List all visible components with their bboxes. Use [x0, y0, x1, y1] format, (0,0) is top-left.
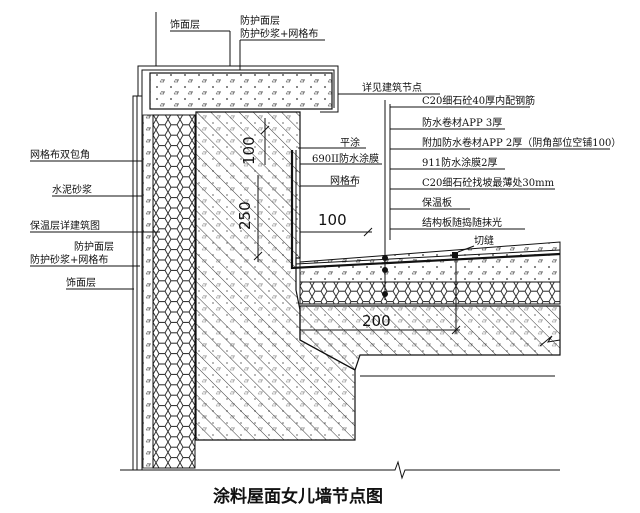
label-protective-top: 防护面层	[240, 14, 280, 27]
label-cut-joint: 切缝	[474, 234, 494, 247]
drawing-title: 涂料屋面女儿墙节点图	[213, 486, 383, 507]
label-app2: 附加防水卷材APP 2厚（阴角部位空铺100）	[422, 136, 621, 149]
slope-screed	[299, 241, 561, 283]
dim-100-horizontal: 100	[300, 211, 373, 237]
break-lines	[120, 335, 561, 480]
label-insulation-ref: 保温层详建筑图	[30, 219, 100, 232]
roof-insulation-board	[299, 281, 561, 305]
waterproof-membrane	[290, 150, 561, 270]
label-911: 911防水涂膜2厚	[422, 156, 497, 169]
label-protective-left: 防护面层	[74, 240, 114, 253]
label-finish-left: 饰面层	[66, 276, 96, 289]
label-mesh-double: 网格布双包角	[30, 148, 90, 161]
right-labels: C20细石砼40厚内配钢筋 防水卷材APP 3厚 附加防水卷材APP 2厚（阴角…	[382, 94, 621, 300]
label-cement-mortar: 水泥砂浆	[52, 183, 92, 196]
label-finish-top: 饰面层	[170, 18, 200, 31]
label-690: 690II防水涂膜	[312, 152, 379, 165]
dim-100-vertical: 100	[240, 118, 270, 165]
coping-block	[137, 65, 339, 113]
label-see-node: 详见建筑节点	[362, 81, 422, 94]
top-labels: 饰面层 防护面层 防护砂浆+网格布	[155, 12, 325, 70]
label-mesh-mid: 网格布	[330, 174, 360, 187]
middle-labels: 详见建筑节点 平涂 690II防水涂膜 网格布	[298, 81, 440, 187]
label-app3: 防水卷材APP 3厚	[422, 116, 502, 129]
insulation-layer	[152, 114, 196, 469]
dim-250-vertical: 250	[236, 175, 263, 262]
svg-text:100: 100	[240, 136, 258, 165]
cut-joint-marker	[452, 252, 458, 258]
label-flat-coating: 平涂	[340, 136, 360, 149]
label-mortar-mesh-top: 防护砂浆+网格布	[240, 27, 318, 40]
label-c20-slope: C20细石砼找坡最薄处30mm	[422, 176, 555, 189]
label-insulation-board: 保温板	[422, 196, 452, 209]
svg-text:250: 250	[236, 201, 254, 230]
label-slab-finish: 结构板随捣随抹光	[422, 216, 502, 229]
outer-finish-layers	[132, 95, 143, 471]
left-labels: 网格布双包角 水泥砂浆 保温层详建筑图 防护面层 防护砂浆+网格布 饰面层	[30, 148, 160, 290]
svg-text:200: 200	[362, 312, 391, 330]
label-mortar-mesh-left: 防护砂浆+网格布	[30, 253, 108, 266]
label-c20-40: C20细石砼40厚内配钢筋	[422, 94, 535, 107]
dim-200-horizontal: 200	[300, 255, 461, 335]
roof-slab	[299, 305, 561, 377]
svg-text:100: 100	[318, 211, 347, 229]
